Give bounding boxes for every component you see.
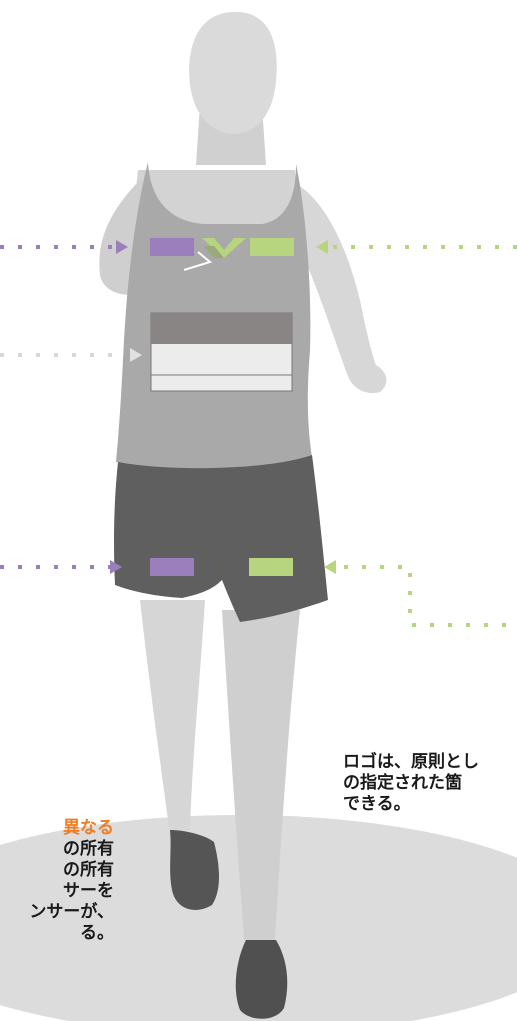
caption-left-line-5: ンサーが、 <box>29 902 114 922</box>
right-leg <box>222 610 300 950</box>
race-bib <box>150 312 293 392</box>
caption-left-line-4: サーを <box>63 881 114 901</box>
right-shoe <box>235 940 288 1019</box>
caption-right: ロゴは、原則とし の指定された箇 できる。 <box>343 752 479 815</box>
caption-left-line-1: 異なる <box>63 818 114 838</box>
caption-left: 異なる の所有 の所有 サーを ンサーが、 る。 <box>0 818 114 944</box>
green-leader-shorts <box>324 560 517 627</box>
chest-purple-marker <box>150 238 194 256</box>
caption-right-line-2: の指定された箇 <box>343 773 462 793</box>
chest-logo <box>202 238 246 258</box>
purple-leader-shorts <box>0 560 122 574</box>
caption-left-line-3: の所有 <box>63 860 114 880</box>
right-arm <box>290 180 387 394</box>
chest-pointer <box>183 251 213 271</box>
caption-right-line-1: ロゴは、原則とし <box>343 752 479 772</box>
left-leg <box>140 600 205 835</box>
chest-green-marker <box>250 238 294 256</box>
gray-leader-bib <box>0 348 142 362</box>
shorts-purple-marker <box>150 558 194 576</box>
green-leader-chest <box>316 240 517 254</box>
shorts <box>114 455 328 622</box>
shorts-green-marker <box>249 558 293 576</box>
caption-left-line-6: る。 <box>80 923 114 943</box>
caption-left-line-2: の所有 <box>63 839 114 859</box>
left-shoe <box>170 830 219 910</box>
caption-right-line-3: できる。 <box>343 794 411 814</box>
head <box>189 11 277 135</box>
purple-leader-chest <box>0 240 128 254</box>
